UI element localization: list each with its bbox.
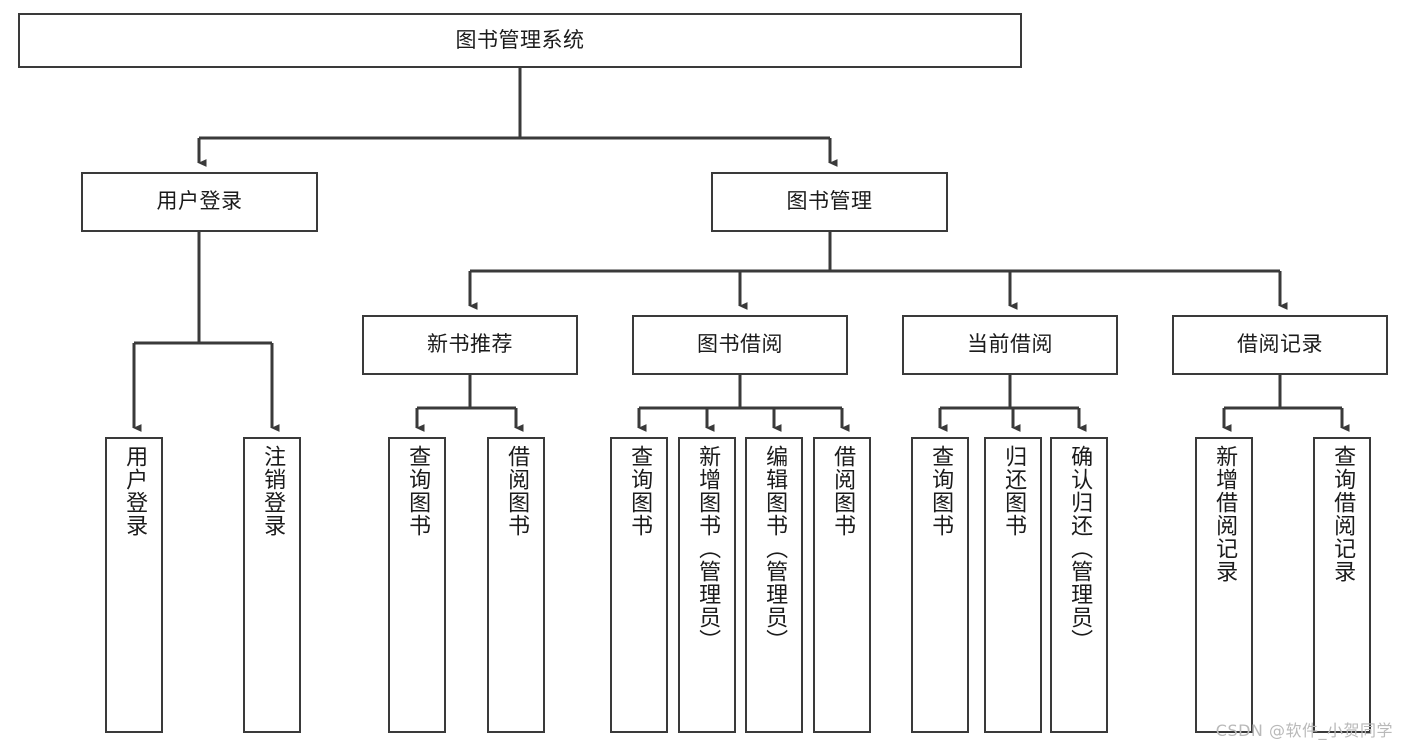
leaf-user-login[interactable]: 用户登录 [105,437,163,733]
node-current-borrow[interactable]: 当前借阅 [902,315,1118,375]
leaf-return-book[interactable]: 归还图书 [984,437,1042,733]
leaf-query-book-1-label: 查询图书 [405,445,431,537]
leaf-user-login-label: 用户登录 [122,445,148,537]
leaf-query-book-3[interactable]: 查询图书 [911,437,969,733]
node-current-borrow-label: 当前借阅 [967,332,1053,357]
node-root[interactable]: 图书管理系统 [18,13,1022,68]
node-book-manage-label: 图书管理 [786,189,873,214]
leaf-confirm-return[interactable]: 确认归还（管理员） [1050,437,1108,733]
leaf-add-record-label: 新增借阅记录 [1212,445,1238,583]
node-borrow-record[interactable]: 借阅记录 [1172,315,1388,375]
leaf-add-book[interactable]: 新增图书（管理员） [678,437,736,733]
node-book-manage[interactable]: 图书管理 [711,172,948,232]
leaf-borrow-book-2-label: 借阅图书 [830,445,856,537]
leaf-confirm-return-label: 确认归还（管理员） [1067,445,1093,652]
leaf-logout-label: 注销登录 [260,445,286,537]
leaf-add-book-label: 新增图书（管理员） [695,445,721,652]
leaf-query-book-3-label: 查询图书 [928,445,954,537]
node-new-book-recommend-label: 新书推荐 [427,332,513,357]
leaf-add-record[interactable]: 新增借阅记录 [1195,437,1253,733]
leaf-borrow-book-1[interactable]: 借阅图书 [487,437,545,733]
csdn-watermark: CSDN @软件_小贺同学 [1215,721,1393,740]
leaf-logout[interactable]: 注销登录 [243,437,301,733]
node-user-login-label: 用户登录 [156,189,243,214]
node-root-label: 图书管理系统 [455,27,585,52]
leaf-query-record[interactable]: 查询借阅记录 [1313,437,1371,733]
leaf-borrow-book-1-label: 借阅图书 [504,445,530,537]
leaf-query-book-2[interactable]: 查询图书 [610,437,668,733]
leaf-query-book-1[interactable]: 查询图书 [388,437,446,733]
node-user-login[interactable]: 用户登录 [81,172,318,232]
leaf-borrow-book-2[interactable]: 借阅图书 [813,437,871,733]
leaf-query-record-label: 查询借阅记录 [1330,445,1356,583]
leaf-return-book-label: 归还图书 [1001,445,1027,537]
leaf-edit-book[interactable]: 编辑图书（管理员） [745,437,803,733]
leaf-edit-book-label: 编辑图书（管理员） [762,445,788,652]
leaf-query-book-2-label: 查询图书 [627,445,653,537]
node-new-book-recommend[interactable]: 新书推荐 [362,315,578,375]
node-borrow-record-label: 借阅记录 [1237,332,1323,357]
node-book-borrow-label: 图书借阅 [697,332,783,357]
node-book-borrow[interactable]: 图书借阅 [632,315,848,375]
